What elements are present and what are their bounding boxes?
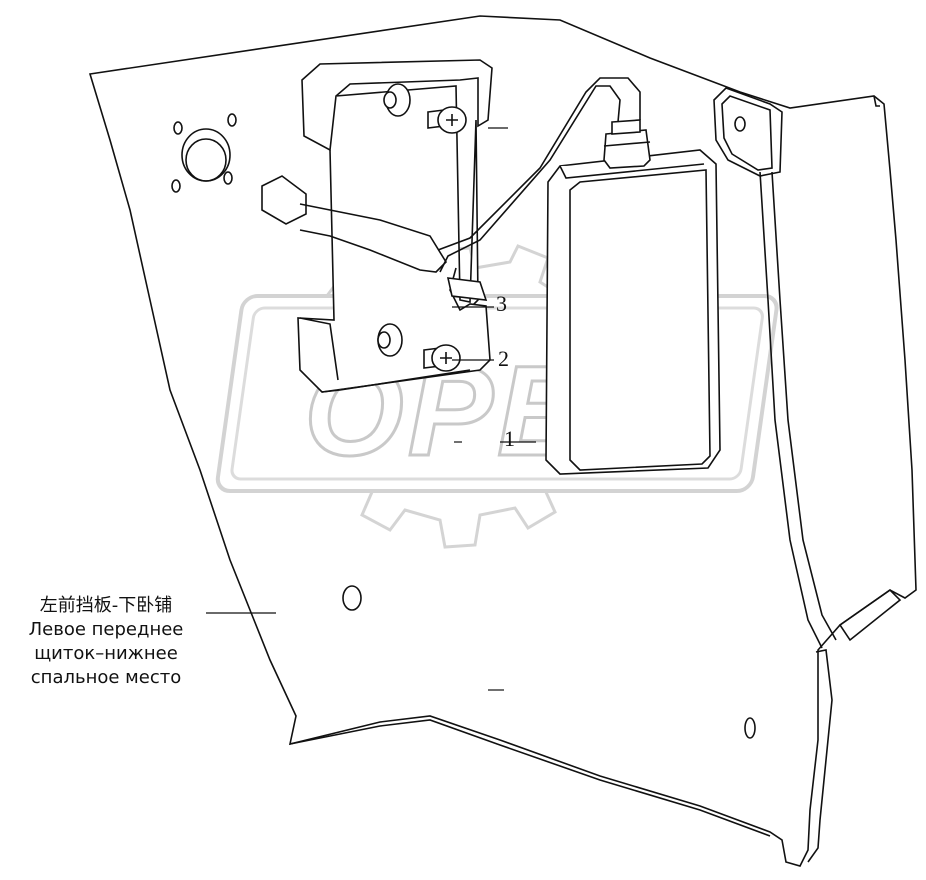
top-right-mounting-bracket bbox=[713, 87, 783, 177]
panel-hole-mid bbox=[342, 585, 362, 611]
panel-hole-low bbox=[744, 717, 756, 739]
panel-flange-inner bbox=[771, 171, 837, 641]
left-front-fender-panel bbox=[88, 15, 917, 867]
callout-part-3: 3 bbox=[496, 291, 507, 316]
screw-bottom-part-2 bbox=[423, 344, 461, 372]
panel-flange-edge bbox=[759, 171, 823, 649]
panel-outline bbox=[88, 15, 917, 867]
grommet-inner bbox=[185, 138, 227, 182]
watermark-inner-frame bbox=[230, 306, 764, 481]
caption-chinese: 左前挡板-下卧铺 bbox=[39, 595, 173, 616]
holder-bracket-part-3 bbox=[297, 59, 493, 393]
panel-holes bbox=[171, 113, 756, 739]
panel-right-edge bbox=[873, 95, 880, 107]
callout-part-2: 2 bbox=[498, 346, 509, 371]
callout-part-1: 1 bbox=[504, 426, 515, 451]
panel-corner-tab bbox=[838, 588, 902, 642]
extinguisher-part-1 bbox=[261, 77, 721, 475]
grommet-outer bbox=[181, 128, 231, 182]
panel-bottom-edge-inner bbox=[289, 719, 771, 837]
panel-caption: 左前挡板-下卧铺 Левое переднее щиток–нижнее спа… bbox=[8, 594, 204, 690]
panel-bottom-flange bbox=[807, 649, 833, 863]
caption-russian-line-3: спальное место bbox=[30, 667, 182, 688]
leader-lines bbox=[206, 127, 536, 691]
screw-top bbox=[427, 106, 467, 134]
caption-russian-line-2: щиток–нижнее bbox=[34, 643, 178, 664]
caption-russian-line-1: Левое переднее bbox=[28, 619, 184, 640]
